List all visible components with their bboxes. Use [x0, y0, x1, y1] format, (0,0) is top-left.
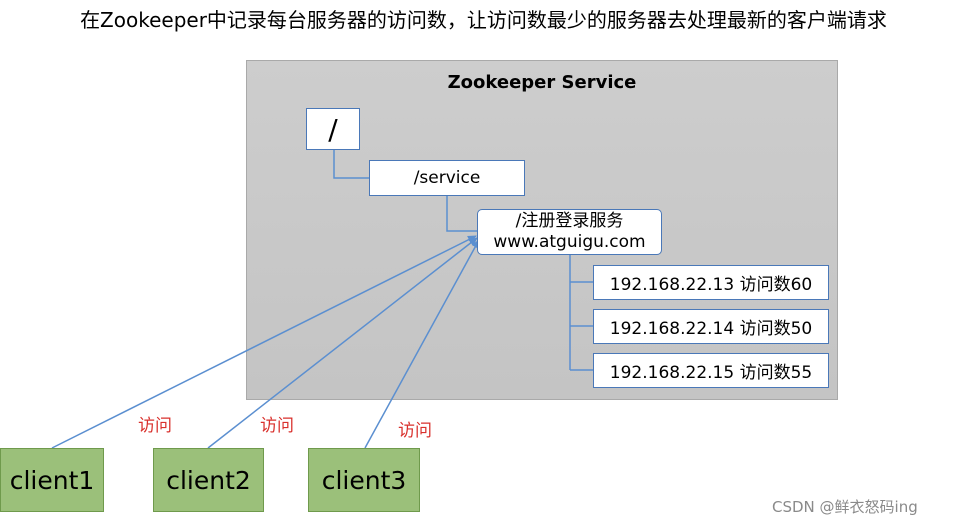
arrow-client1-to-app: [51, 235, 477, 449]
watermark: CSDN @鲜衣怒码ing: [772, 498, 918, 516]
znode-server-3: 192.168.22.15 访问数55: [593, 353, 829, 388]
znode-root: /: [306, 108, 360, 150]
edge-label-client1: 访问: [138, 416, 172, 436]
zookeeper-service-title: Zookeeper Service: [447, 72, 637, 93]
arrow-client3-to-app: [364, 239, 480, 449]
znode-server-2: 192.168.22.14 访问数50: [593, 309, 829, 344]
znode-login-service-domain: www.atguigu.com: [493, 232, 646, 252]
connector-service-to-app: [446, 196, 477, 232]
znode-login-service-path: /注册登录服务: [515, 211, 624, 231]
znode-service: /service: [369, 160, 525, 196]
diagram-heading: 在Zookeeper中记录每台服务器的访问数，让访问数最少的服务器去处理最新的客…: [80, 8, 887, 32]
client-3-box: client3: [308, 448, 420, 512]
arrow-client2-to-app: [207, 237, 478, 449]
edge-label-client3: 访问: [398, 421, 432, 441]
connector-root-to-service: [333, 150, 369, 179]
znode-login-service: /注册登录服务 www.atguigu.com: [477, 209, 662, 255]
client-1-box: client1: [0, 448, 104, 512]
edge-label-client2: 访问: [260, 416, 294, 436]
client-2-box: client2: [153, 448, 264, 512]
znode-server-1: 192.168.22.13 访问数60: [593, 265, 829, 300]
